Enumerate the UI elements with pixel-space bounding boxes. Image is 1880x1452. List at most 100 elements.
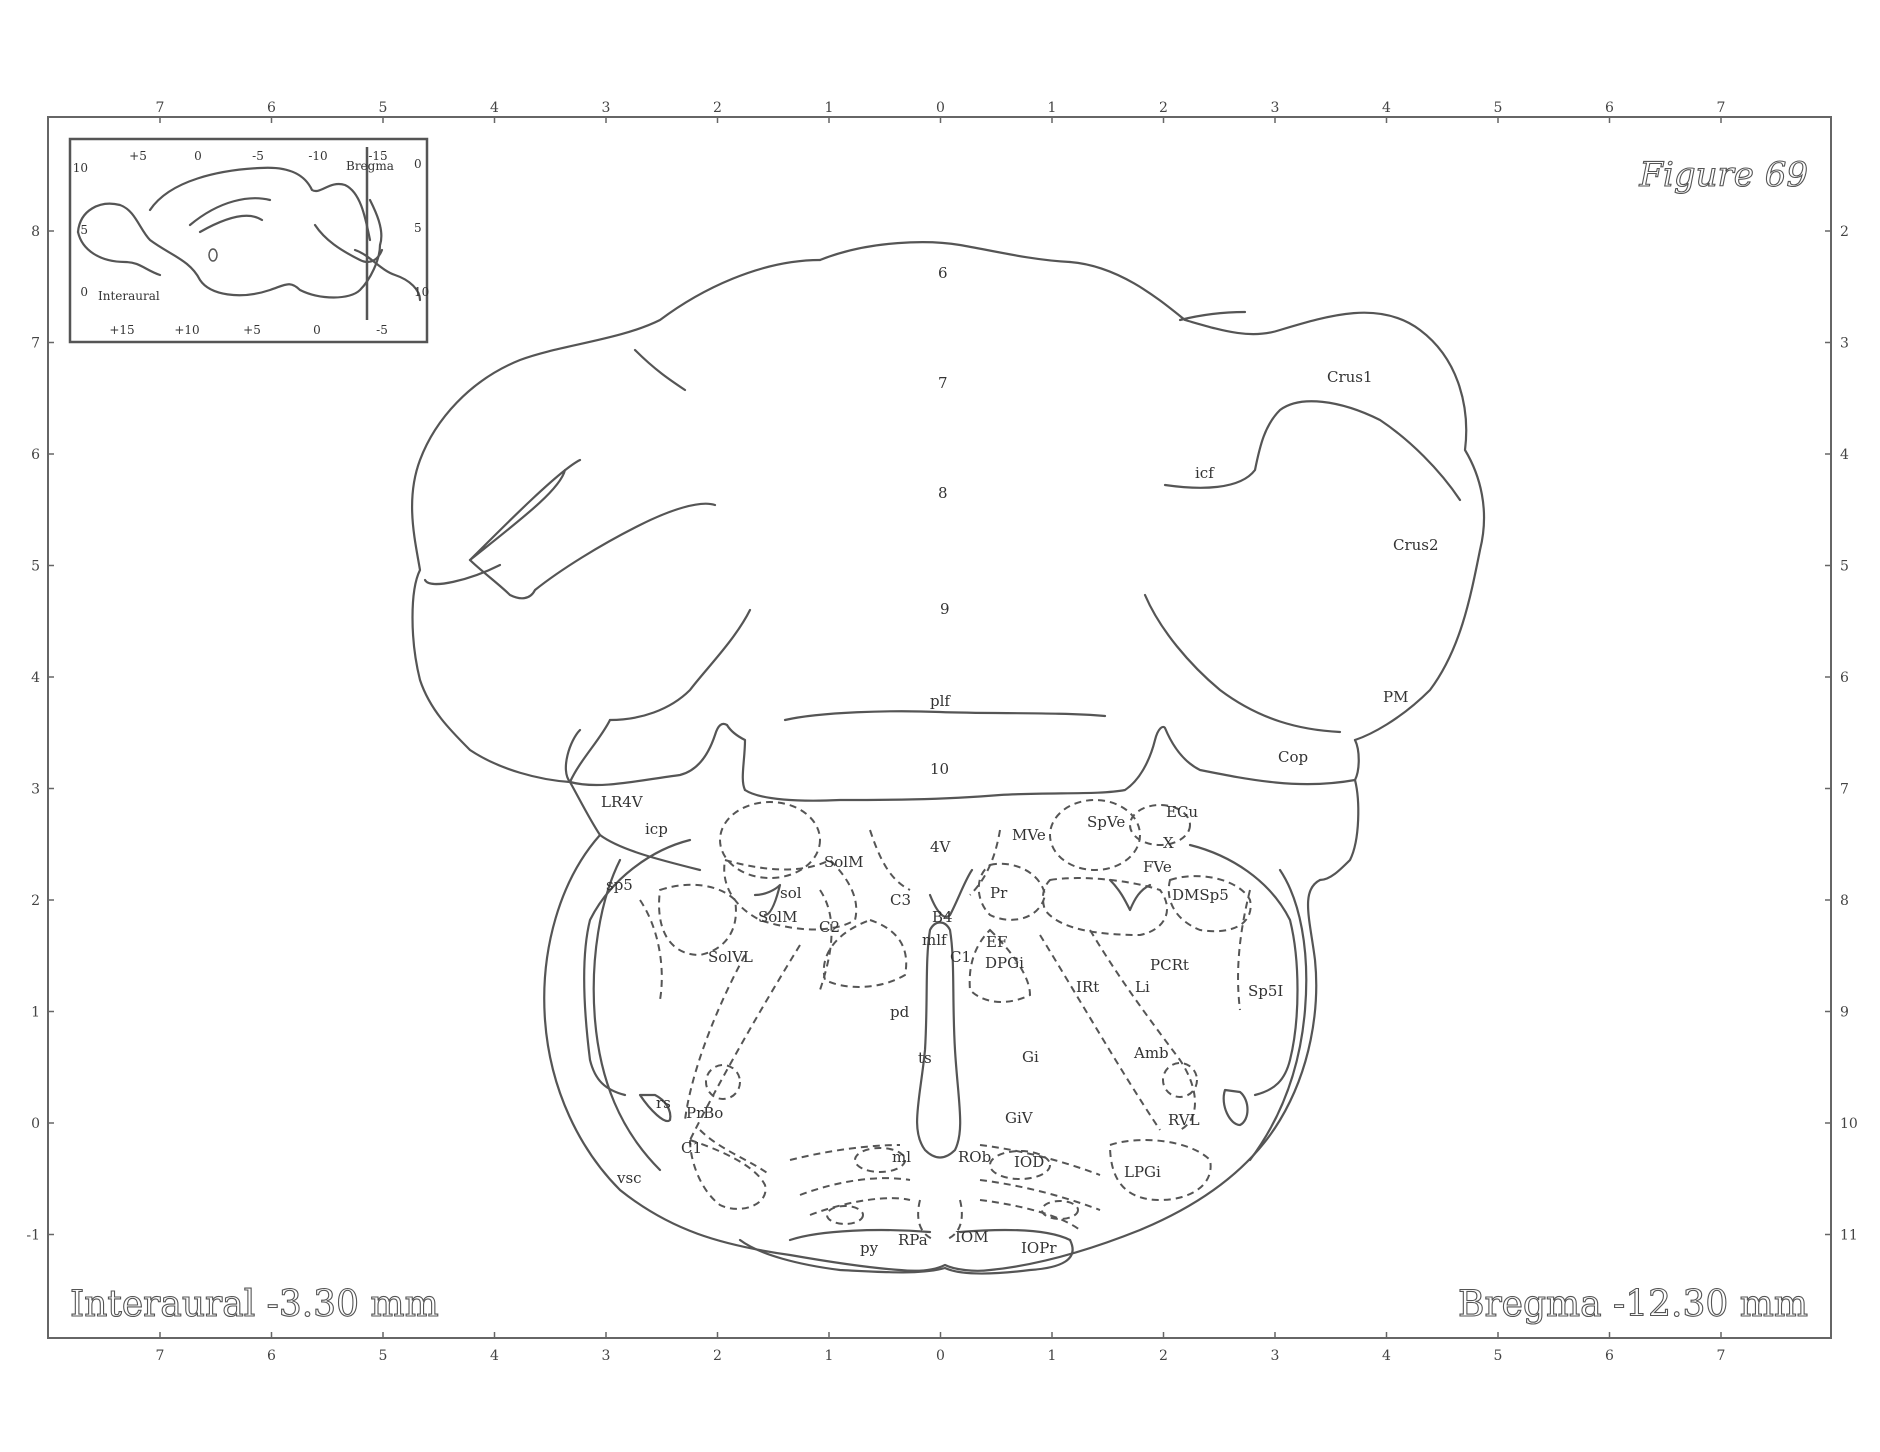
- figure-title: Figure 69: [1638, 155, 1808, 195]
- left-tick-label: 5: [31, 559, 40, 575]
- label-10: 10: [930, 760, 949, 778]
- left-tick-label: 3: [31, 782, 40, 798]
- bottom-scale: 765432101234567: [156, 1332, 1726, 1364]
- cerebellum-outline: [412, 242, 1484, 880]
- top-tick-label: 1: [825, 100, 834, 116]
- inset-bottom-tick: -5: [376, 323, 388, 337]
- label-4v: 4V: [930, 838, 952, 856]
- label-8: 8: [938, 484, 948, 502]
- right-tick-label: 3: [1840, 336, 1849, 352]
- inset-top-tick: 0: [194, 149, 202, 163]
- label-rpa: RPa: [898, 1231, 928, 1249]
- left-tick-label: 4: [31, 670, 40, 686]
- bottom-tick-label: 2: [713, 1348, 722, 1364]
- bottom-tick-label: 1: [1048, 1348, 1057, 1364]
- top-tick-label: 3: [602, 100, 611, 116]
- inset-bottom-tick: +10: [174, 323, 199, 337]
- bottom-tick-label: 4: [1382, 1348, 1391, 1364]
- right-tick-label: 5: [1840, 559, 1849, 575]
- label-iod: IOD: [1014, 1153, 1044, 1171]
- bottom-tick-label: 6: [1605, 1348, 1614, 1364]
- top-tick-label: 5: [1494, 100, 1503, 116]
- bottom-tick-label: 0: [936, 1348, 945, 1364]
- label-pm: PM: [1383, 688, 1408, 706]
- label-rvl: RVL: [1168, 1111, 1200, 1129]
- bottom-tick-label: 6: [267, 1348, 276, 1364]
- right-tick-label: 11: [1840, 1228, 1858, 1244]
- left-tick-label: 1: [31, 1005, 40, 1021]
- top-tick-label: 0: [936, 100, 945, 116]
- right-tick-label: 4: [1840, 447, 1849, 463]
- left-tick-label: 2: [31, 893, 40, 909]
- inset-top-tick: -15: [368, 149, 387, 163]
- label-rob: ROb: [958, 1148, 991, 1166]
- bregma-coordinate: Bregma -12.30 mm: [1458, 1284, 1808, 1325]
- label-plf: plf: [930, 692, 951, 710]
- label-sol: sol: [780, 884, 802, 902]
- region-labels: 6 7 8 9 plf 10 Crus1 Crus2 icf PM Cop LR…: [601, 264, 1439, 1257]
- label-py: py: [860, 1239, 879, 1257]
- interaural-coordinate: Interaural -3.30 mm: [70, 1284, 439, 1325]
- label-crus1: Crus1: [1327, 368, 1373, 386]
- label-pr: Pr: [990, 884, 1008, 902]
- label-icp: icp: [645, 820, 668, 838]
- label-9: 9: [940, 600, 950, 618]
- top-scale: 765432101234567: [156, 100, 1726, 123]
- label-amb: Amb: [1133, 1044, 1169, 1062]
- bottom-tick-label: 3: [1271, 1348, 1280, 1364]
- bottom-tick-label: 2: [1159, 1348, 1168, 1364]
- top-tick-label: 5: [379, 100, 388, 116]
- label-lpgi: LPGi: [1124, 1163, 1161, 1181]
- left-tick-label: 8: [31, 224, 40, 240]
- right-tick-label: 10: [1840, 1116, 1858, 1132]
- label-pd: pd: [890, 1003, 910, 1021]
- label-mve: MVe: [1012, 826, 1046, 844]
- label-c2: C2: [819, 918, 840, 936]
- label-solvl: SolVL: [708, 948, 753, 966]
- label-solm-lower: SolM: [758, 908, 797, 926]
- top-tick-label: 1: [1048, 100, 1057, 116]
- label-dpgi: DPGi: [985, 954, 1024, 972]
- right-tick-label: 9: [1840, 1005, 1849, 1021]
- label-dmsp5: DMSp5: [1172, 886, 1229, 904]
- top-tick-label: 7: [156, 100, 165, 116]
- right-tick-label: 2: [1840, 224, 1849, 240]
- top-tick-label: 4: [1382, 100, 1391, 116]
- label-rs: rs: [656, 1094, 671, 1112]
- label-lr4v: LR4V: [601, 793, 644, 811]
- inset-right-tick: 5: [414, 221, 422, 235]
- label-sp5: sp5: [606, 876, 633, 894]
- label-ecu: ECu: [1166, 803, 1198, 821]
- inset-top-tick: +5: [129, 149, 147, 163]
- bottom-tick-label: 5: [379, 1348, 388, 1364]
- label-7: 7: [938, 374, 948, 392]
- top-tick-label: 7: [1717, 100, 1726, 116]
- bottom-tick-label: 7: [1717, 1348, 1726, 1364]
- top-tick-label: 3: [1271, 100, 1280, 116]
- label-irt: IRt: [1076, 978, 1099, 996]
- left-tick-label: 7: [31, 336, 40, 352]
- label-spve: SpVe: [1087, 813, 1125, 831]
- bottom-tick-label: 7: [156, 1348, 165, 1364]
- inset-right-tick: 10: [414, 285, 429, 299]
- label-solm-upper: SolM: [824, 853, 863, 871]
- inset-right-tick: 0: [414, 157, 422, 171]
- bottom-tick-label: 4: [490, 1348, 499, 1364]
- label-iopr: IOPr: [1021, 1239, 1057, 1257]
- label-c3: C3: [890, 891, 911, 909]
- label-cop: Cop: [1278, 748, 1308, 766]
- label-x: X: [1163, 834, 1174, 852]
- inset-top-tick: -10: [308, 149, 327, 163]
- label-icf: icf: [1195, 464, 1215, 482]
- label-li: Li: [1135, 978, 1150, 996]
- label-fve: FVe: [1143, 858, 1172, 876]
- label-crus2: Crus2: [1393, 536, 1439, 554]
- top-tick-label: 6: [1605, 100, 1614, 116]
- top-tick-label: 4: [490, 100, 499, 116]
- label-pcrt: PCRt: [1150, 956, 1189, 974]
- label-giv: GiV: [1005, 1109, 1034, 1127]
- label-prbo: PrBo: [686, 1104, 723, 1122]
- bottom-tick-label: 5: [1494, 1348, 1503, 1364]
- left-scale: 876543210-1: [26, 224, 54, 1244]
